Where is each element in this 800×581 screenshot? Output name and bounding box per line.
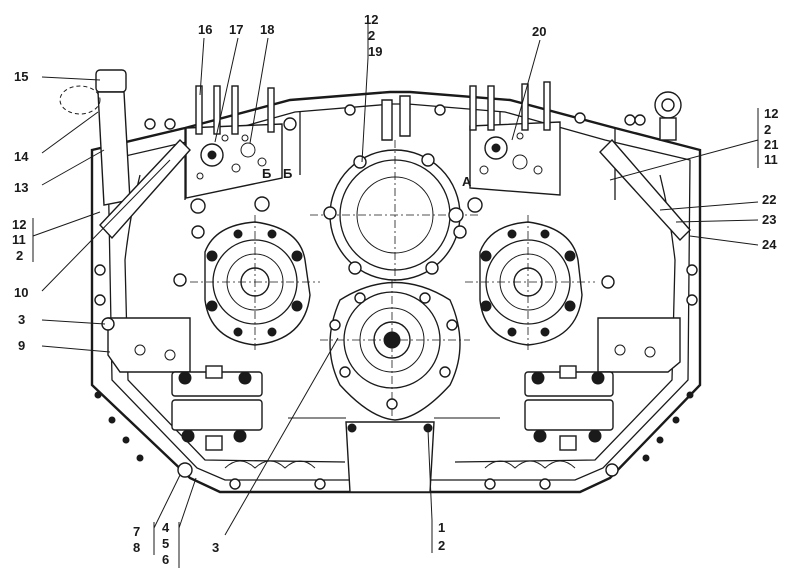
- left-upper-bracket: [185, 85, 283, 199]
- callout-9: 9: [18, 338, 25, 353]
- view-mark-a: A: [462, 174, 472, 189]
- callout-22: 22: [762, 192, 776, 207]
- callout-12-left: 12: [12, 217, 26, 232]
- right-upper-bracket: [469, 81, 561, 196]
- side-straps: [99, 138, 691, 242]
- callout-3-left: 3: [18, 312, 25, 327]
- callout-5: 5: [162, 536, 169, 551]
- callout-8: 8: [133, 540, 140, 555]
- callout-17: 17: [229, 22, 243, 37]
- callout-7: 7: [133, 524, 140, 539]
- callout-2-right: 2: [764, 122, 771, 137]
- callout-18: 18: [260, 22, 274, 37]
- callout-20: 20: [532, 24, 546, 39]
- callout-6: 6: [162, 552, 169, 567]
- callout-16: 16: [198, 22, 212, 37]
- callout-15: 15: [14, 69, 28, 84]
- top-center-cover: [310, 95, 480, 290]
- callout-24: 24: [762, 237, 777, 252]
- callout-11-right: 11: [764, 152, 778, 167]
- callout-1: 1: [438, 520, 445, 535]
- callout-4: 4: [162, 520, 170, 535]
- left-mount-pad: [107, 317, 263, 451]
- lifting-eye: [654, 91, 682, 141]
- callout-3-bottom: 3: [212, 540, 219, 555]
- callout-12-right: 12: [764, 106, 778, 121]
- leader-lines: [32, 18, 759, 568]
- left-breather-tube: [59, 69, 131, 206]
- callout-2-bottom: 2: [438, 538, 445, 553]
- right-flange: [465, 215, 595, 350]
- callout-10: 10: [14, 285, 28, 300]
- callout-labels: 15 14 13 12 11 2 10 3 9 7 8 4 5 6 3 16 1…: [12, 12, 778, 567]
- callout-11-left: 11: [12, 232, 26, 247]
- edge-studs: [94, 391, 694, 462]
- left-flange: [190, 215, 320, 350]
- callout-19: 19: [368, 44, 382, 59]
- bottom-center-cover: [320, 280, 470, 421]
- callout-2-top: 2: [368, 28, 375, 43]
- bottom-bracket: [288, 417, 500, 493]
- callout-13: 13: [14, 180, 28, 195]
- callout-2-left: 2: [16, 248, 23, 263]
- section-mark-b-left: Б: [262, 166, 271, 181]
- perimeter-bolts: [94, 104, 698, 490]
- callout-23: 23: [762, 212, 776, 227]
- callout-21: 21: [764, 137, 778, 152]
- callout-14: 14: [14, 149, 29, 164]
- section-mark-b-right: Б: [283, 166, 292, 181]
- right-mount-pad: [524, 317, 681, 451]
- callout-12-top: 12: [364, 12, 378, 27]
